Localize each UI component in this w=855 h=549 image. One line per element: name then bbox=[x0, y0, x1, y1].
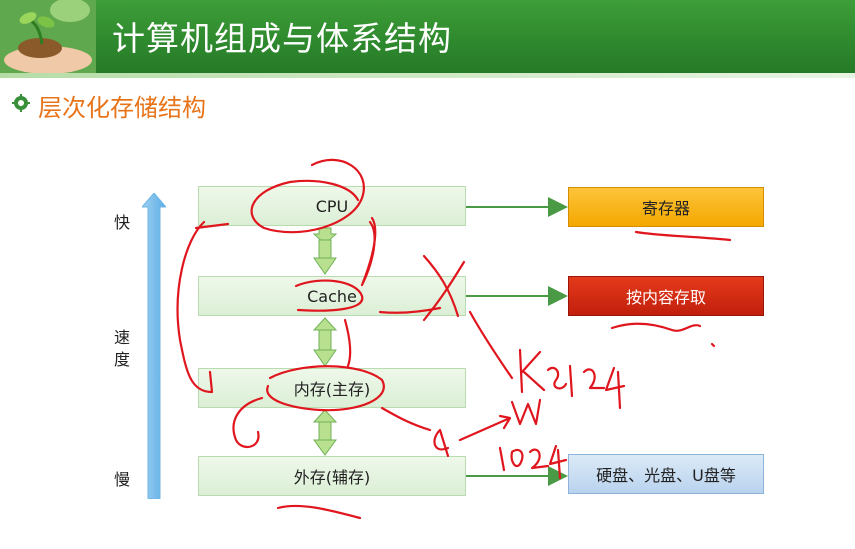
cpu-label: CPU bbox=[315, 196, 349, 216]
page-title: 计算机组成与体系结构 bbox=[112, 19, 452, 58]
gear-bullet-icon bbox=[12, 94, 30, 112]
section-title: 层次化存储结构 bbox=[38, 94, 206, 122]
cpu-cache-double-arrow bbox=[312, 227, 338, 275]
content-addressable-label: 按内容存取 bbox=[625, 288, 706, 307]
seedling-logo-icon bbox=[0, 0, 96, 73]
register-box: 寄存器 bbox=[568, 187, 764, 227]
content-addressable-box: 按内容存取 bbox=[568, 276, 764, 316]
speed-label-top: 速 bbox=[114, 328, 131, 347]
slide-header: 计算机组成与体系结构 bbox=[0, 0, 855, 73]
speed-fast-label: 快 bbox=[114, 213, 131, 232]
external-storage-box: 外存(辅存) bbox=[198, 456, 466, 496]
handwritten-annotations bbox=[176, 158, 732, 520]
main-memory-label: 内存(主存) bbox=[293, 380, 371, 399]
memory-external-double-arrow bbox=[312, 409, 338, 456]
speed-label-bottom: 度 bbox=[114, 350, 131, 369]
external-storage-label: 外存(辅存) bbox=[293, 468, 371, 487]
speed-slow-label: 慢 bbox=[114, 470, 131, 489]
cpu-box: CPU bbox=[198, 186, 466, 226]
register-label: 寄存器 bbox=[641, 199, 690, 218]
speed-axis-arrow-icon bbox=[142, 193, 166, 499]
main-memory-box: 内存(主存) bbox=[198, 368, 466, 408]
storage-media-box: 硬盘、光盘、U盘等 bbox=[568, 454, 764, 494]
cache-memory-double-arrow bbox=[312, 317, 338, 367]
header-divider bbox=[0, 73, 855, 78]
cache-label: Cache bbox=[307, 286, 357, 306]
storage-media-label: 硬盘、光盘、U盘等 bbox=[596, 466, 736, 485]
